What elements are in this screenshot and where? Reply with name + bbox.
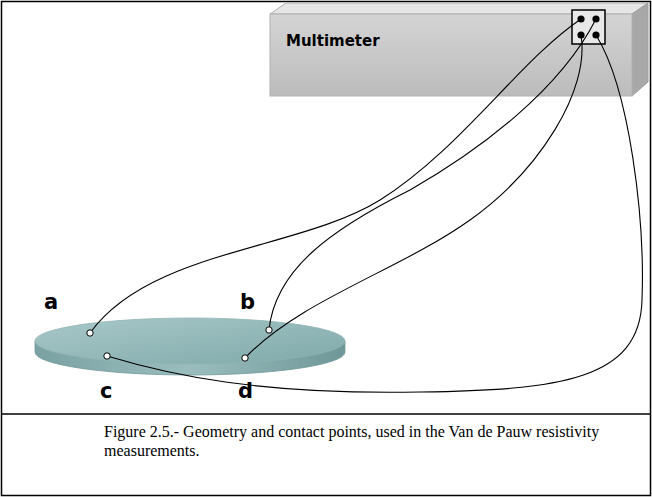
wire xyxy=(90,19,581,333)
wire xyxy=(107,35,642,392)
terminal-panel xyxy=(572,10,605,44)
contact-label: b xyxy=(240,292,255,313)
wires xyxy=(90,19,642,392)
contact-point xyxy=(104,353,110,359)
wire xyxy=(245,35,582,358)
contact-label: a xyxy=(44,292,58,313)
sample-disc-top xyxy=(35,318,345,364)
caption-rule xyxy=(2,413,651,415)
instrument-label: Multimeter xyxy=(286,32,380,50)
figure-caption: Figure 2.5.- Geometry and contact points… xyxy=(104,422,624,460)
contact-label: c xyxy=(100,381,112,402)
contact-point xyxy=(266,327,272,333)
wire xyxy=(269,19,596,330)
contact-label: d xyxy=(238,381,253,402)
contact-point xyxy=(242,355,248,361)
multimeter-box: Multimeter xyxy=(270,14,396,68)
box-side-face xyxy=(632,3,648,96)
contact-point xyxy=(87,330,93,336)
